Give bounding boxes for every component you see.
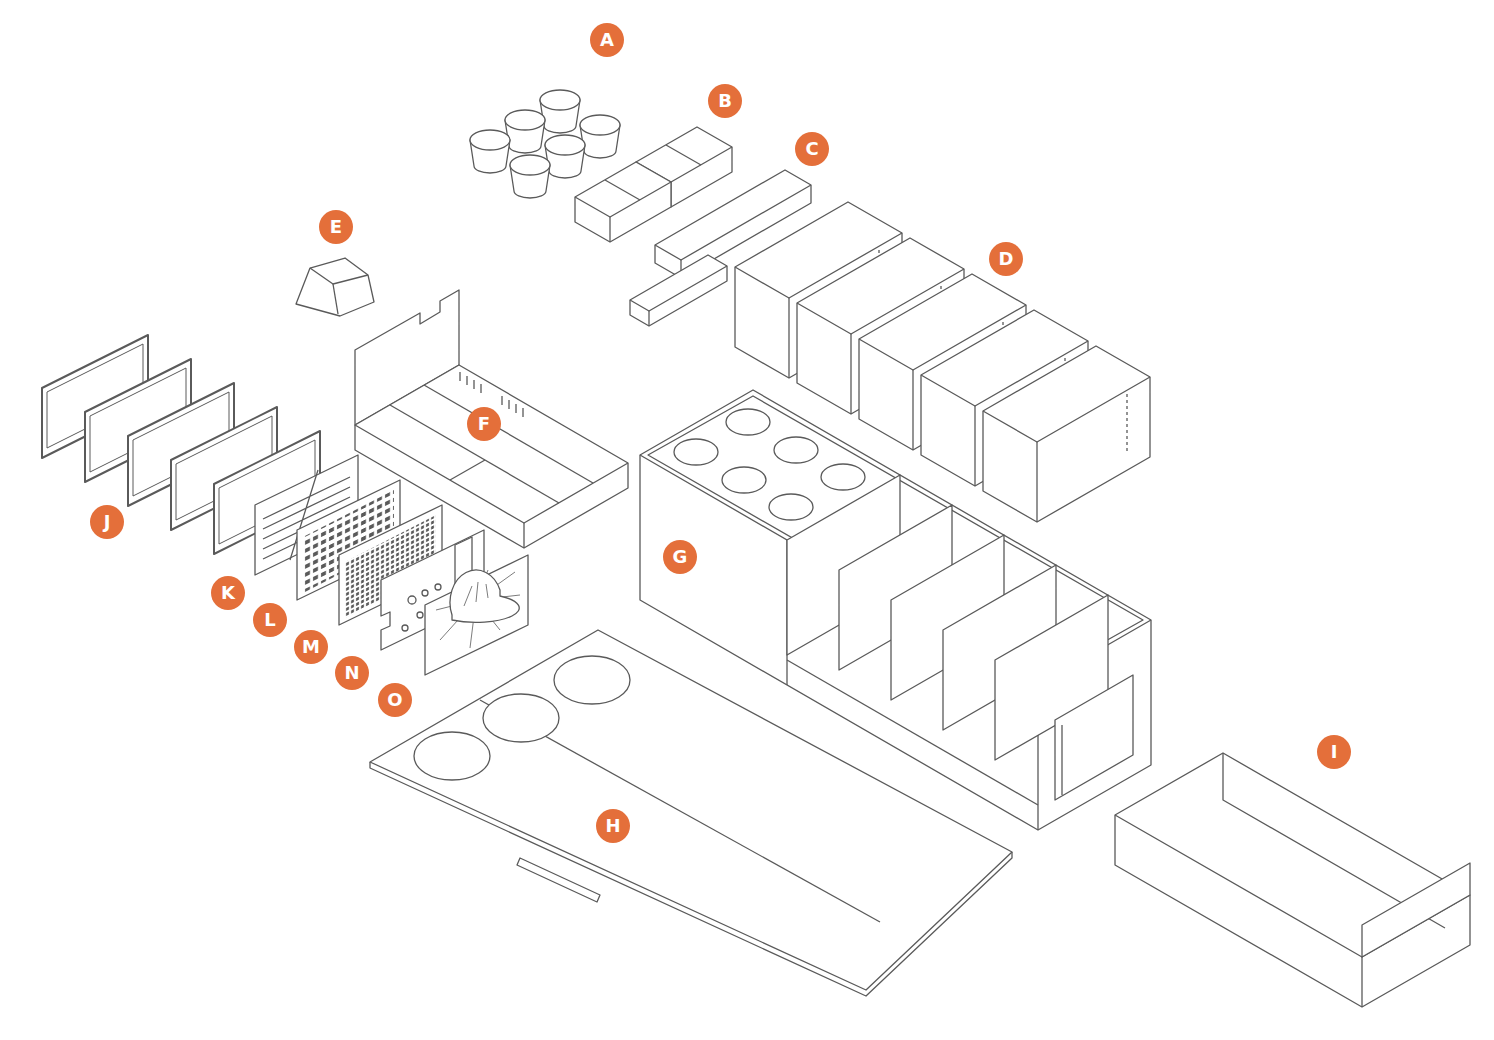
blades xyxy=(255,455,528,675)
bin xyxy=(983,346,1150,522)
callout-letter: B xyxy=(708,84,742,118)
tray-edge xyxy=(648,311,649,326)
callout-letter: J xyxy=(90,505,124,539)
callout-letter: K xyxy=(211,576,245,610)
tray xyxy=(630,255,727,326)
cup-rim xyxy=(505,110,545,130)
plate-hole xyxy=(402,625,408,631)
tray-edge xyxy=(575,182,671,217)
callout-letter: H xyxy=(596,809,630,843)
board-handle xyxy=(517,858,600,902)
callout-letter: O xyxy=(378,683,412,717)
bin-edge xyxy=(974,406,975,486)
juicer-dome xyxy=(450,570,519,622)
bin-edge xyxy=(850,334,851,414)
lid-body xyxy=(296,258,374,316)
plate-hole xyxy=(417,612,423,618)
drawer-opening xyxy=(1055,675,1133,800)
long-trays xyxy=(630,170,811,326)
juicer-ribs xyxy=(436,570,520,648)
drawer-edge xyxy=(1361,957,1362,1007)
plate-hole xyxy=(408,596,416,604)
lid-edge xyxy=(333,284,338,314)
cup-hole xyxy=(774,437,818,463)
tray-divider xyxy=(605,180,640,200)
bins xyxy=(735,202,1150,522)
lid-edge xyxy=(310,268,368,284)
bin-edge xyxy=(912,370,913,450)
tray-edge xyxy=(609,217,610,242)
tray-divider xyxy=(390,405,559,503)
cup-rim xyxy=(510,155,550,175)
tray-divider xyxy=(424,385,593,483)
callout-letter: G xyxy=(663,540,697,574)
drawer-front xyxy=(1362,863,1470,957)
callout-letter: I xyxy=(1317,735,1351,769)
callout-letter: L xyxy=(253,603,287,637)
drawer-edge xyxy=(1115,815,1470,957)
bin-scale xyxy=(1126,394,1127,454)
callout-letter: M xyxy=(294,630,328,664)
cup-hole xyxy=(722,467,766,493)
small-lid xyxy=(296,258,374,316)
cup-rim xyxy=(580,115,620,135)
cup-ring xyxy=(414,732,490,780)
cup-hole xyxy=(674,439,718,465)
tray-edge xyxy=(655,185,811,260)
cup-hole xyxy=(821,464,865,490)
callout-letter: C xyxy=(795,132,829,166)
dome-ribs xyxy=(464,582,488,606)
bin-edge xyxy=(788,298,789,378)
callout-letter: E xyxy=(319,210,353,244)
cup-rim xyxy=(540,90,580,110)
drawer-body xyxy=(1115,753,1470,1007)
drawer-opening xyxy=(1061,725,1062,795)
juicer-plate xyxy=(425,555,528,675)
tray xyxy=(655,170,811,278)
tray-edge xyxy=(523,523,524,548)
cup-rim xyxy=(545,135,585,155)
callout-letter: F xyxy=(467,407,501,441)
callout-letter: A xyxy=(590,23,624,57)
tray-edge xyxy=(630,266,727,311)
drawer xyxy=(1115,753,1470,1007)
cups xyxy=(470,90,620,198)
tray-divider xyxy=(450,460,485,480)
cup-hole xyxy=(769,494,813,520)
plate-hole xyxy=(435,584,441,590)
callout-letter: D xyxy=(989,242,1023,276)
plate-hole xyxy=(422,590,428,596)
callout-letter: N xyxy=(335,656,369,690)
tray-divider xyxy=(666,145,701,165)
bin-edge xyxy=(983,377,1150,442)
cup-ring xyxy=(483,694,559,742)
cup-rim xyxy=(470,130,510,150)
tray xyxy=(575,162,671,242)
bin-edge xyxy=(1036,442,1037,522)
cup-ring xyxy=(554,656,630,704)
cup-hole xyxy=(726,409,770,435)
